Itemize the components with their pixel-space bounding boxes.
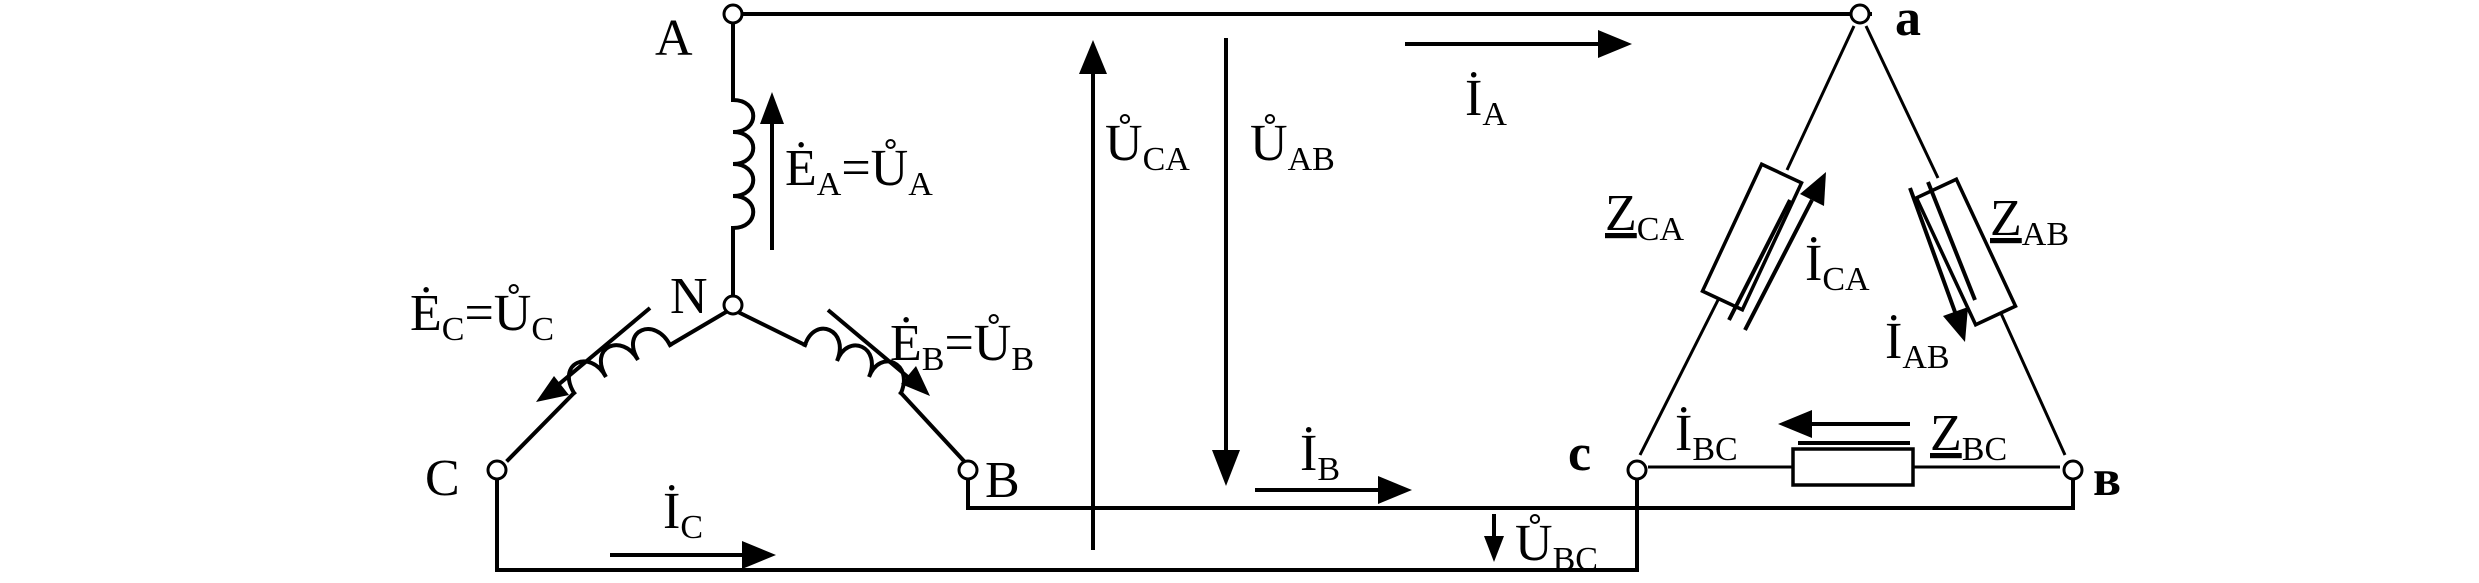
phase-c-lead-1 xyxy=(667,309,729,348)
label-current-b: İB xyxy=(1300,425,1340,488)
phase-b-lead-2 xyxy=(898,390,966,463)
label-current-bc: İBC xyxy=(1675,405,1738,468)
label-current-ab: İAB xyxy=(1885,313,1950,376)
terminal-a xyxy=(1849,3,1871,25)
current-b-arrowhead xyxy=(1378,476,1412,504)
current-ab-arrow xyxy=(1908,187,1957,313)
emf-c-arrowhead xyxy=(536,376,569,402)
impedance-ca-box xyxy=(1700,161,1804,313)
label-voltage-ca: ŮCA xyxy=(1105,112,1190,178)
label-emf-c: ĖC=ŮC xyxy=(410,282,554,348)
label-node-a: a xyxy=(1895,0,1921,47)
current-ab-arrowhead xyxy=(1943,307,1968,342)
label-node-A: A xyxy=(655,10,693,67)
current-ab-arrow-line2 xyxy=(1926,181,1977,301)
terminal-c xyxy=(1626,459,1648,481)
terminal-B xyxy=(957,459,979,481)
delta-side-ab-2 xyxy=(1993,299,2067,456)
delta-side-ca-2 xyxy=(1638,299,1720,456)
emf-b-arrowhead xyxy=(901,366,930,396)
label-node-N: N xyxy=(670,268,708,325)
delta-side-ab-1 xyxy=(1864,25,1940,179)
terminal-b xyxy=(2062,459,2084,481)
emf-c-arrow xyxy=(556,306,652,387)
label-voltage-bc: ŮBC xyxy=(1515,512,1598,578)
phase-b-lead-1 xyxy=(735,309,808,348)
label-node-b: в xyxy=(2093,450,2121,507)
current-a-arrowhead xyxy=(1598,30,1632,58)
label-current-c: İC xyxy=(663,483,703,546)
label-emf-b: ĖB=ŮB xyxy=(890,312,1034,378)
terminal-A xyxy=(722,3,744,25)
emf-b-arrow xyxy=(826,308,917,385)
current-c-arrowhead xyxy=(742,541,776,569)
current-bc-arrowhead xyxy=(1778,410,1812,438)
line-b-wire xyxy=(966,478,2075,510)
label-impedance-bc: ZBC xyxy=(1930,405,2007,468)
label-impedance-ca: ZCA xyxy=(1605,185,1684,248)
line-c-wire xyxy=(495,478,1639,572)
voltage-ca-arrowhead xyxy=(1079,40,1107,74)
label-impedance-ab: ZAB xyxy=(1990,190,2069,253)
phase-a-coil xyxy=(730,97,756,231)
label-current-ca: İCA xyxy=(1805,235,1870,298)
label-emf-a: ĖA=ŮA xyxy=(785,137,933,203)
voltage-bc-arrowhead xyxy=(1484,536,1504,562)
delta-side-ca-1 xyxy=(1785,25,1856,171)
label-voltage-ab: ŮAB xyxy=(1250,112,1335,178)
label-node-c: c xyxy=(1568,425,1591,482)
current-ca-arrowhead xyxy=(1800,172,1826,206)
label-node-B: B xyxy=(985,452,1020,509)
phase-c-lead-2 xyxy=(505,390,577,463)
current-ca-arrow xyxy=(1743,199,1814,331)
current-ca-arrow-line2 xyxy=(1727,199,1792,321)
terminal-N xyxy=(722,294,744,316)
phase-c-coil xyxy=(566,327,673,396)
label-current-a: İA xyxy=(1465,70,1507,133)
impedance-bc-box xyxy=(1791,447,1915,487)
voltage-ab-arrowhead xyxy=(1212,450,1240,486)
terminal-C xyxy=(486,459,508,481)
label-node-C: C xyxy=(425,450,460,507)
emf-a-arrowhead xyxy=(760,92,784,124)
